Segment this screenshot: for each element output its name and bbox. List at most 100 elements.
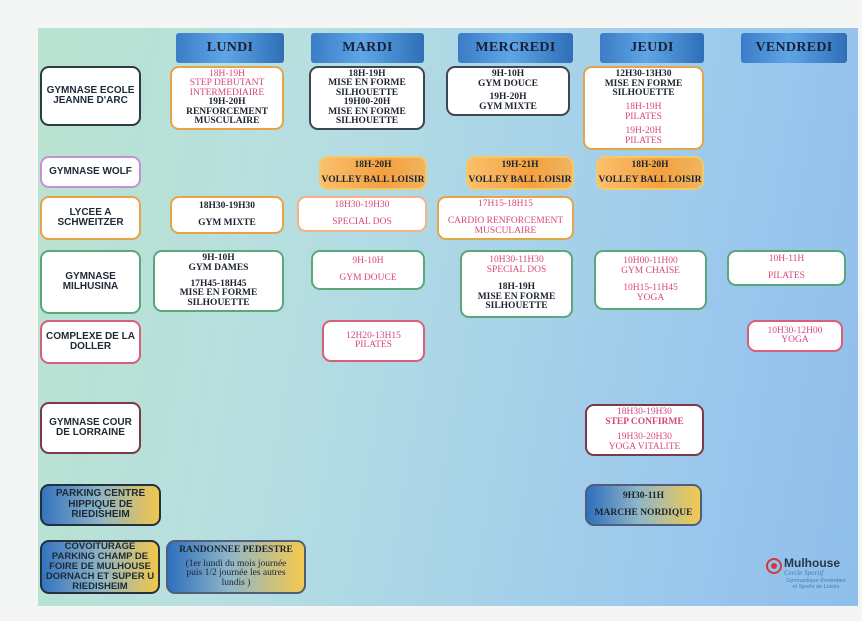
activity: VOLLEY BALL LOISIR	[468, 175, 572, 185]
activity: MISE EN FORME	[179, 288, 258, 298]
time: 19H-20H	[489, 92, 527, 102]
time: 19H00-20H	[343, 97, 391, 107]
time: 18H-19H	[498, 282, 535, 293]
activity: RANDONNEE PEDESTRE	[179, 545, 293, 555]
activity: VOLLEY BALL LOISIR	[321, 175, 425, 185]
venue-covoiturage: COVOITURAGE PARKING CHAMP DE FOIRE DE MU…	[40, 540, 160, 594]
note: lundis )	[221, 577, 251, 588]
activity: GYM DAMES	[188, 262, 249, 273]
day-header-jeudi: JEUDI	[600, 33, 704, 63]
logo-tagline-line2: et Sports de Loisirs	[792, 584, 840, 591]
time: 10H00-11H00	[623, 256, 678, 266]
time: 17H45-18H45	[190, 278, 247, 289]
session-doller-vendredi: 10H30-12H00 YOGA	[747, 320, 843, 352]
time: 18H-19H	[209, 68, 245, 79]
session-covoit-lundi: RANDONNEE PEDESTRE (1er lundi du mois jo…	[166, 540, 306, 594]
time: 9H-10H	[352, 255, 384, 266]
session-milh-mardi: 9H-10H GYM DOUCE	[311, 250, 425, 290]
venue-jeanne-darc: GYMNASE ECOLE JEANNE D'ARC	[40, 66, 141, 126]
activity: SILHOUETTE	[485, 301, 548, 312]
time: 10H30-12H00	[767, 325, 823, 336]
session-milh-lundi: 9H-10H GYM DAMES 17H45-18H45 MISE EN FOR…	[153, 250, 284, 312]
time: 18H-20H	[631, 159, 669, 170]
activity: GYM MIXTE	[198, 218, 256, 228]
time: 12H30-13H30	[615, 69, 672, 79]
day-header-vendredi: VENDREDI	[741, 33, 847, 63]
activity: MISE EN FORME	[477, 291, 556, 302]
session-parking-jeudi: 9H30-11H MARCHE NORDIQUE	[585, 484, 702, 526]
venue-wolf: GYMNASE WOLF	[40, 156, 141, 188]
activity: PILATES	[625, 135, 662, 146]
activity: MUSCULAIRE	[194, 116, 260, 126]
time: 18H-20H	[354, 159, 392, 170]
activity: SILHOUETTE	[187, 297, 250, 308]
logo-tagline: Gymnastique d'entretien et Sports de Loi…	[776, 578, 856, 591]
time: 18H30-19H30	[334, 199, 390, 210]
day-header-mercredi: MERCREDI	[458, 33, 573, 63]
activity: GYM DOUCE	[339, 273, 397, 283]
time: 19H-20H	[625, 126, 662, 136]
note: (1er lundi du mois journée	[185, 558, 287, 569]
time: 18H30-19H30	[199, 200, 255, 211]
activity: CARDIO RENFORCEMENT	[447, 216, 564, 226]
activity: SILHOUETTE	[335, 87, 399, 98]
activity: PILATES	[768, 271, 805, 281]
time: 18H30-19H30	[617, 407, 672, 417]
activity: GYM CHAISE	[621, 265, 680, 276]
session-milh-jeudi: 10H00-11H00 GYM CHAISE 10H15-11H45 YOGA	[594, 250, 707, 310]
logo-subtitle: Cercle Sportif	[784, 569, 824, 577]
time: 12H20-13H15	[346, 330, 401, 341]
activity: STEP DEBUTANT	[189, 78, 265, 88]
session-milh-mercredi: 10H30-11H30 SPECIAL DOS 18H-19H MISE EN …	[460, 250, 573, 318]
time: 10H15-11H45	[623, 283, 678, 293]
activity: SPECIAL DOS	[332, 217, 392, 227]
time: 9H-10H	[491, 69, 525, 79]
time: 19H-21H	[501, 159, 539, 170]
time: 9H30-11H	[622, 490, 665, 501]
activity: MUSCULAIRE	[474, 225, 537, 236]
session-lycee-mardi: 18H30-19H30 SPECIAL DOS	[297, 196, 427, 232]
time: 9H-10H	[202, 253, 235, 263]
activity: PILATES	[355, 340, 392, 350]
activity: YOGA	[636, 292, 665, 303]
session-doller-mardi: 12H20-13H15 PILATES	[322, 320, 425, 362]
session-jda-mardi: 18H-19H MISE EN FORME SILHOUETTE 19H00-2…	[309, 66, 425, 130]
schedule-sheet	[38, 28, 858, 606]
activity: GYM MIXTE	[479, 101, 537, 112]
note: puis 1/2 journée les autres	[186, 568, 286, 578]
venue-cour-de-lorraine: GYMNASE COUR DE LORRAINE	[40, 402, 141, 454]
logo-tagline-line1: Gymnastique d'entretien	[786, 578, 846, 584]
activity: MISE EN FORME	[604, 78, 683, 89]
session-jda-lundi: 18H-19H STEP DEBUTANT INTERMEDIAIRE 19H-…	[170, 66, 284, 130]
activity: SILHOUETTE	[335, 116, 399, 126]
time: 10H-11H	[768, 253, 805, 264]
activity: STEP CONFIRME	[605, 416, 684, 427]
time: 19H30-20H30	[617, 432, 672, 442]
activity: MARCHE NORDIQUE	[594, 508, 693, 518]
session-jda-mercredi: 9H-10H GYM DOUCE 19H-20H GYM MIXTE	[446, 66, 570, 116]
logo-mark-icon	[766, 558, 782, 574]
session-lycee-mercredi: 17H15-18H15 CARDIO RENFORCEMENT MUSCULAI…	[437, 196, 574, 240]
venue-lycee-schweitzer: LYCEE A SCHWEITZER	[40, 196, 141, 240]
activity: PILATES	[625, 111, 662, 122]
venue-doller: COMPLEXE DE LA DOLLER	[40, 320, 141, 364]
time: 10H30-11H30	[489, 255, 544, 266]
activity: INTERMEDIAIRE	[189, 87, 265, 98]
session-jda-jeudi: 12H30-13H30 MISE EN FORME SILHOUETTE 18H…	[583, 66, 704, 150]
session-lorraine-jeudi: 18H30-19H30 STEP CONFIRME 19H30-20H30 YO…	[585, 404, 704, 456]
activity: GYM DOUCE	[478, 78, 538, 89]
logo-name: Mulhouse	[784, 556, 840, 570]
venue-milhusina: GYMNASE MILHUSINA	[40, 250, 141, 314]
activity: MISE EN FORME	[328, 106, 406, 117]
session-lycee-lundi: 18H30-19H30 GYM MIXTE	[170, 196, 284, 234]
session-wolf-mardi: 18H-20H VOLLEY BALL LOISIR	[319, 156, 427, 190]
session-wolf-jeudi: 18H-20H VOLLEY BALL LOISIR	[596, 156, 704, 190]
activity: YOGA	[781, 335, 809, 345]
venue-parking-hippique: PARKING CENTRE HIPPIQUE DE RIEDISHEIM	[40, 484, 161, 526]
activity: YOGA VITALITE	[608, 441, 681, 452]
time: 19H-20H	[208, 97, 246, 107]
activity: SPECIAL DOS	[486, 264, 547, 275]
activity: SILHOUETTE	[612, 88, 675, 98]
time: 17H15-18H15	[478, 199, 533, 209]
session-wolf-mercredi: 19H-21H VOLLEY BALL LOISIR	[466, 156, 574, 190]
